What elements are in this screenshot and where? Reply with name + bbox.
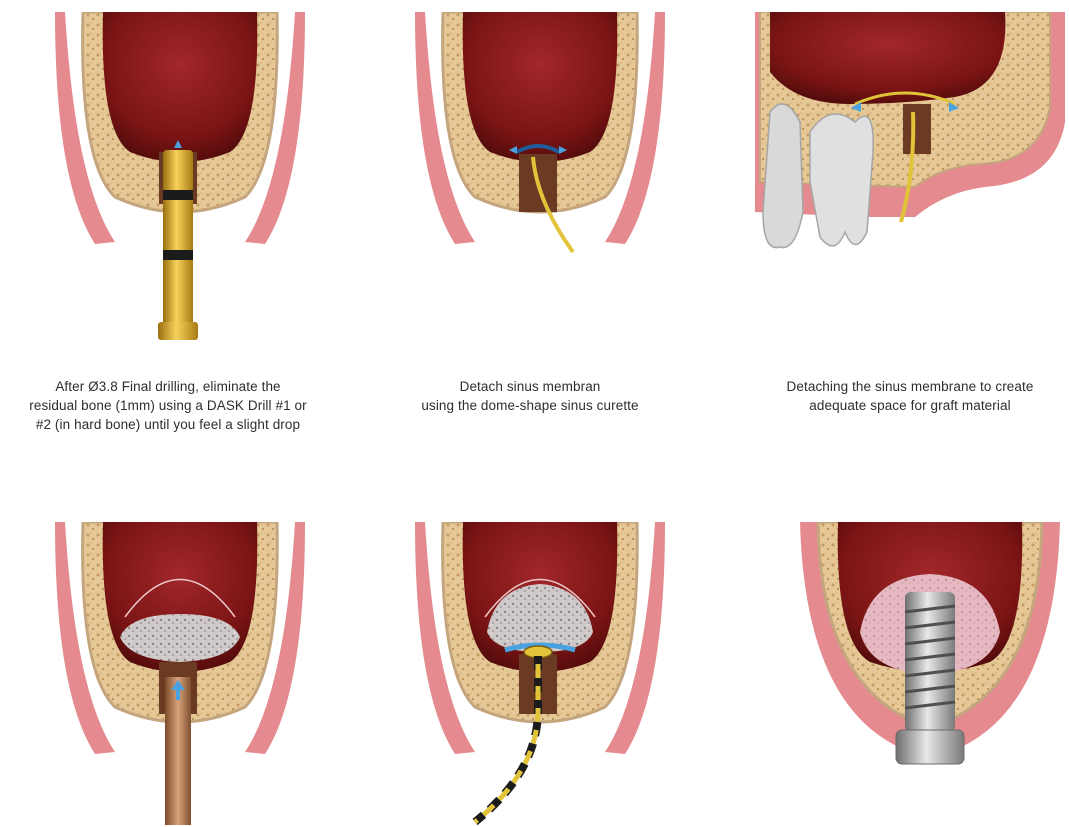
step-3-illustration: [755, 12, 1065, 257]
step-6-illustration: [800, 522, 1060, 782]
step-5-illustration: [415, 522, 665, 825]
step-4-illustration: [55, 522, 305, 825]
step-3-caption: Detaching the sinus membrane to create a…: [745, 377, 1069, 415]
step-2-illustration: [415, 12, 665, 257]
step-2-caption: Detach sinus membran using the dome-shap…: [365, 377, 695, 415]
step-1-caption: After Ø3.8 Final drilling, eliminate the…: [0, 377, 348, 434]
step-1-illustration: [55, 12, 305, 342]
